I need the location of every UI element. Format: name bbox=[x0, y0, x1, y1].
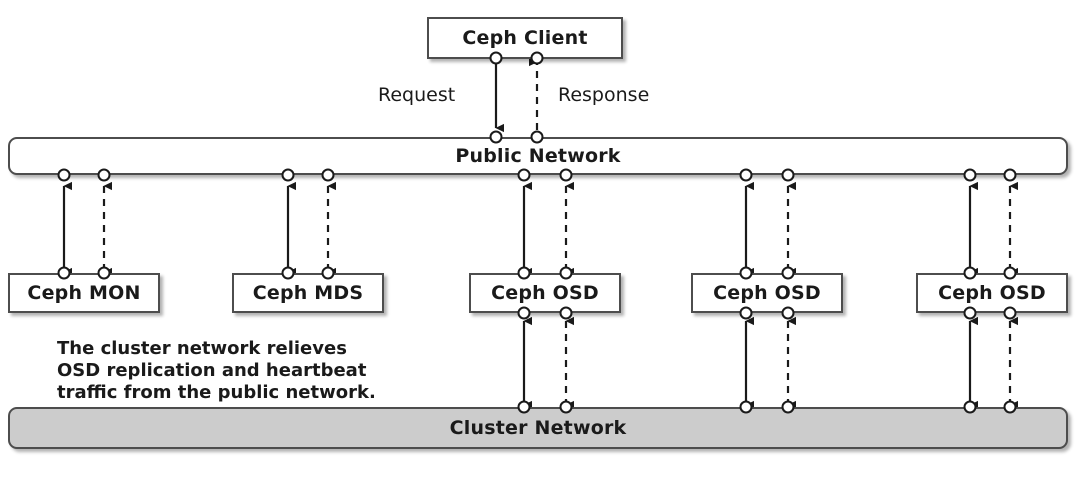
ceph-osd-label-1: Ceph OSD bbox=[491, 282, 599, 304]
port-public-bottom-osd3-b bbox=[1003, 168, 1017, 182]
port-public-bottom-mds-b bbox=[321, 168, 335, 182]
port-cluster-top-osd2-b bbox=[781, 400, 795, 414]
port-cluster-top-osd1-a bbox=[517, 400, 531, 414]
port-public-bottom-mon-b bbox=[97, 168, 111, 182]
port-public-bottom-mon-a bbox=[57, 168, 71, 182]
port-public-bottom-osd1-a bbox=[517, 168, 531, 182]
osd-2-public-link bbox=[744, 181, 796, 277]
public-network-label: Public Network bbox=[455, 145, 621, 167]
port-osd2-top-a bbox=[739, 266, 753, 280]
port-mon-top-a bbox=[57, 266, 71, 280]
port-client-request bbox=[489, 51, 503, 65]
cluster-network-note: The cluster network relieves OSD replica… bbox=[57, 338, 376, 404]
mds-public-link bbox=[286, 181, 336, 277]
ceph-osd-box-1[interactable]: Ceph OSD bbox=[469, 273, 621, 313]
port-osd2-bottom-a bbox=[739, 306, 753, 320]
port-osd3-bottom-b bbox=[1003, 306, 1017, 320]
note-line-3: traffic from the public network. bbox=[57, 382, 376, 403]
osd-3-cluster-link bbox=[968, 316, 1018, 410]
request-label: Request bbox=[378, 84, 456, 106]
response-label: Response bbox=[558, 84, 650, 106]
note-line-2: OSD replication and heartbeat bbox=[57, 360, 367, 381]
port-public-bottom-osd2-b bbox=[781, 168, 795, 182]
port-cluster-top-osd3-b bbox=[1003, 400, 1017, 414]
cluster-network-bar[interactable]: Cluster Network bbox=[8, 407, 1068, 449]
ceph-mds-label: Ceph MDS bbox=[252, 282, 364, 304]
port-cluster-top-osd2-a bbox=[739, 400, 753, 414]
public-network-bar[interactable]: Public Network bbox=[8, 137, 1068, 175]
ceph-client-label: Ceph Client bbox=[462, 27, 588, 49]
port-public-bottom-osd2-a bbox=[739, 168, 753, 182]
port-osd3-bottom-a bbox=[963, 306, 977, 320]
port-client-response bbox=[530, 51, 544, 65]
port-osd1-top-a bbox=[517, 266, 531, 280]
port-public-bottom-osd3-a bbox=[963, 168, 977, 182]
port-osd1-bottom-a bbox=[517, 306, 531, 320]
mon-public-link bbox=[62, 181, 112, 277]
osd-1-cluster-link bbox=[522, 316, 574, 410]
osd-3-public-link bbox=[968, 181, 1018, 277]
port-mon-top-b bbox=[97, 266, 111, 280]
cluster-network-label: Cluster Network bbox=[449, 417, 627, 439]
ceph-client-box[interactable]: Ceph Client bbox=[427, 17, 623, 59]
ceph-osd-box-2[interactable]: Ceph OSD bbox=[691, 273, 843, 313]
ceph-osd-label-3: Ceph OSD bbox=[938, 282, 1046, 304]
ceph-mds-box[interactable]: Ceph MDS bbox=[232, 273, 384, 313]
osd-1-public-link bbox=[522, 181, 574, 277]
port-public-bottom-mds-a bbox=[281, 168, 295, 182]
port-mds-top-b bbox=[321, 266, 335, 280]
ceph-osd-box-3[interactable]: Ceph OSD bbox=[916, 273, 1068, 313]
port-public-top-request bbox=[489, 130, 503, 144]
ceph-osd-label-2: Ceph OSD bbox=[713, 282, 821, 304]
osd-2-cluster-link bbox=[744, 316, 796, 410]
port-osd3-top-b bbox=[1003, 266, 1017, 280]
port-public-bottom-osd1-b bbox=[559, 168, 573, 182]
port-osd3-top-a bbox=[963, 266, 977, 280]
port-osd2-bottom-b bbox=[781, 306, 795, 320]
ceph-mon-label: Ceph MON bbox=[27, 282, 141, 304]
port-osd1-bottom-b bbox=[559, 306, 573, 320]
port-cluster-top-osd3-a bbox=[963, 400, 977, 414]
port-public-top-response bbox=[530, 130, 544, 144]
port-mds-top-a bbox=[281, 266, 295, 280]
port-osd2-top-b bbox=[781, 266, 795, 280]
port-osd1-top-b bbox=[559, 266, 573, 280]
port-cluster-top-osd1-b bbox=[559, 400, 573, 414]
note-line-1: The cluster network relieves bbox=[57, 338, 347, 359]
ceph-mon-box[interactable]: Ceph MON bbox=[8, 273, 160, 313]
